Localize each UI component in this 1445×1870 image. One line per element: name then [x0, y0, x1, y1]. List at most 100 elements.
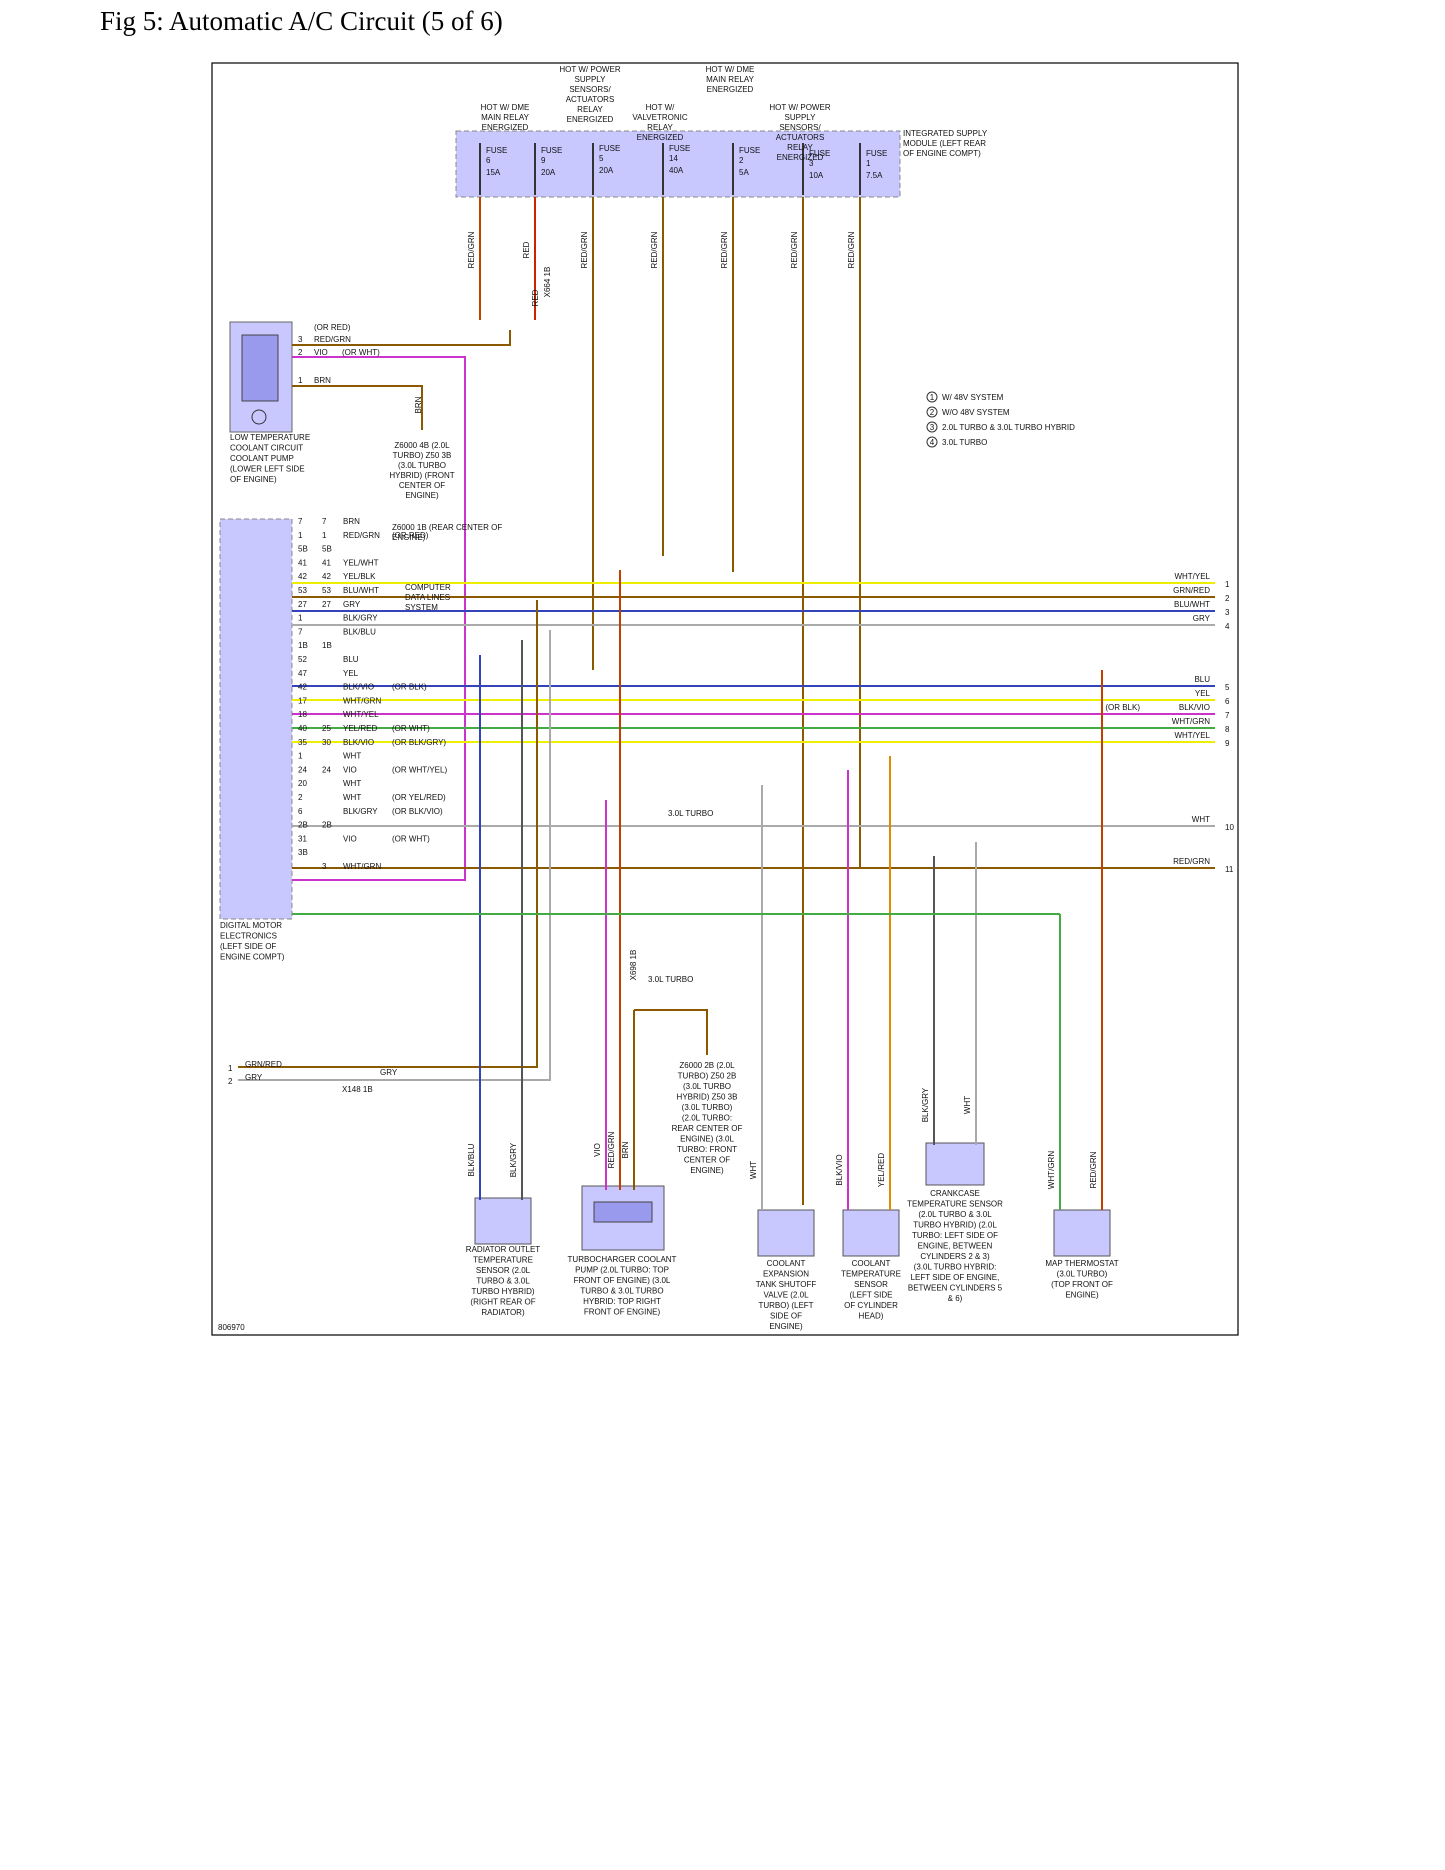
- right-wire-color: BLU/WHT: [1174, 600, 1210, 609]
- component-label: HYBRID: TOP RIGHT: [583, 1297, 661, 1306]
- component-label: (3.0L TURBO): [1057, 1270, 1108, 1279]
- component-label: CRANKCASE: [930, 1189, 980, 1198]
- fuse-amperage: 5A: [739, 168, 749, 177]
- figure-id: 806970: [218, 1323, 245, 1332]
- wire-alt-label: (OR WHT): [392, 724, 430, 733]
- fuse-label: FUSE: [599, 144, 620, 153]
- dme-pin-number: 1: [298, 752, 303, 761]
- wire-color-label: WHT: [343, 793, 361, 802]
- dme-pin-number: 7: [298, 627, 303, 636]
- dme-box: [219, 518, 293, 920]
- header-label: ACTUATORS: [566, 95, 615, 104]
- legend-marker-number: 2: [930, 408, 935, 417]
- dme-pin-number: 41: [322, 558, 331, 567]
- ground-label: (3.0L TURBO: [398, 461, 446, 470]
- ground-label: (3.0L TURBO: [683, 1082, 731, 1091]
- component-label: PUMP (2.0L TURBO: TOP: [575, 1266, 669, 1275]
- wire-color-label: RED/GRN: [467, 231, 476, 268]
- turbo-pump-motor: [593, 1201, 653, 1223]
- ground-label: Z6000 1B (REAR CENTER OF: [392, 523, 502, 532]
- wire-color-label: RED: [531, 289, 540, 306]
- fuse-number: 9: [541, 156, 546, 165]
- wire-color-label: RED/GRN: [343, 531, 380, 540]
- component-label: (LEFT SIDE: [850, 1291, 893, 1300]
- dme-pin-number: 17: [298, 696, 307, 705]
- legend-marker-number: 1: [930, 393, 935, 402]
- gry-line: [238, 630, 551, 1081]
- wire-color-label: BLK/GRY: [343, 807, 378, 816]
- legend-marker: [926, 406, 938, 418]
- legend-marker: [926, 436, 938, 448]
- wire-color-label: WHT: [343, 752, 361, 761]
- component-label: TEMPERATURE SENSOR: [907, 1200, 1003, 1209]
- wire-color-label: BLK/VIO: [835, 1154, 844, 1185]
- note-label: 3.0L TURBO: [648, 975, 693, 984]
- dme-pin-number: 42: [322, 572, 331, 581]
- dme-pin-number: 2B: [322, 821, 332, 830]
- component-label: TURBO & 3.0L TURBO: [580, 1287, 663, 1296]
- header-label: ENERGIZED: [707, 85, 754, 94]
- header-label: RELAY: [577, 105, 603, 114]
- wire-alt-label: (OR RED): [392, 531, 429, 540]
- dme-pin-number: 52: [298, 655, 307, 664]
- right-wire-color: GRY: [1193, 614, 1211, 623]
- dme-pin-number: 24: [322, 765, 331, 774]
- dme-label: (LEFT SIDE OF: [220, 942, 276, 951]
- supply-module-label: MODULE (LEFT REAR: [903, 139, 986, 148]
- ground-label: Z6000 2B (2.0L: [679, 1061, 735, 1070]
- dme-pin-number: 47: [298, 669, 307, 678]
- component-label: TEMPERATURE: [841, 1270, 901, 1279]
- component-label: TURBO HYBRID): [471, 1287, 534, 1296]
- header-label: RELAY: [787, 143, 813, 152]
- dme-pin-number: 1B: [298, 641, 308, 650]
- right-line-number: 4: [1225, 622, 1230, 631]
- supply-module-label: OF ENGINE COMPT): [903, 149, 981, 158]
- fuse-amperage: 7.5A: [866, 171, 883, 180]
- wire-color-label: BRN: [314, 376, 331, 385]
- component-label: ENGINE): [1065, 1291, 1099, 1300]
- fuse-number: 14: [669, 154, 678, 163]
- wire-alt-label: (OR YEL/RED): [392, 793, 446, 802]
- wire-color-label: BLK/BLU: [343, 627, 376, 636]
- fuse-number: 6: [486, 156, 491, 165]
- pump-label: (LOWER LEFT SIDE: [230, 465, 305, 474]
- legend-text: W/ 48V SYSTEM: [942, 393, 1004, 402]
- right-line-number: 6: [1225, 697, 1230, 706]
- header-label: HOT W/ POWER: [559, 65, 620, 74]
- ground-label: Z6000 4B (2.0L: [394, 441, 450, 450]
- fuse-label: FUSE: [669, 144, 690, 153]
- right-wire-color: WHT: [1192, 815, 1210, 824]
- dme-pin-number: 53: [298, 586, 307, 595]
- header-label: SUPPLY: [785, 113, 817, 122]
- dme-pin-number: 1B: [322, 641, 332, 650]
- wire-color-label: RED/GRN: [314, 335, 351, 344]
- dme-pin-number: 1: [298, 531, 303, 540]
- fuse-number: 5: [599, 154, 604, 163]
- fuse-label: FUSE: [809, 149, 830, 158]
- fuse-label: FUSE: [541, 146, 562, 155]
- wire-color-label: RED/GRN: [580, 231, 589, 268]
- pin-number: 3: [298, 335, 303, 344]
- grn-red-line: [238, 600, 538, 1068]
- header-label: RELAY: [647, 123, 673, 132]
- fuse-number: 1: [866, 159, 871, 168]
- wire-color-label: VIO: [593, 1143, 602, 1157]
- wires-group: [238, 143, 1215, 1210]
- right-line-number: 1: [1225, 580, 1230, 589]
- dme-pin-number: 2: [298, 793, 303, 802]
- wire-color-label: BLU/WHT: [343, 586, 379, 595]
- right-wire-color: YEL: [1195, 689, 1211, 698]
- component-label: RADIATOR OUTLET: [466, 1245, 540, 1254]
- header-label: ENERGIZED: [567, 115, 614, 124]
- component-label: MAP THERMOSTAT: [1045, 1259, 1118, 1268]
- component-label: FRONT OF ENGINE): [584, 1308, 661, 1317]
- wire-color-label: GRY: [343, 600, 361, 609]
- wire-color-label: VIO: [343, 765, 357, 774]
- dme-pin-number: 7: [322, 517, 327, 526]
- header-label: HOT W/ DME: [706, 65, 755, 74]
- component-label: TURBO HYBRID) (2.0L: [913, 1221, 997, 1230]
- legend-marker: [926, 391, 938, 403]
- wire-color-label: BLK/VIO: [343, 738, 374, 747]
